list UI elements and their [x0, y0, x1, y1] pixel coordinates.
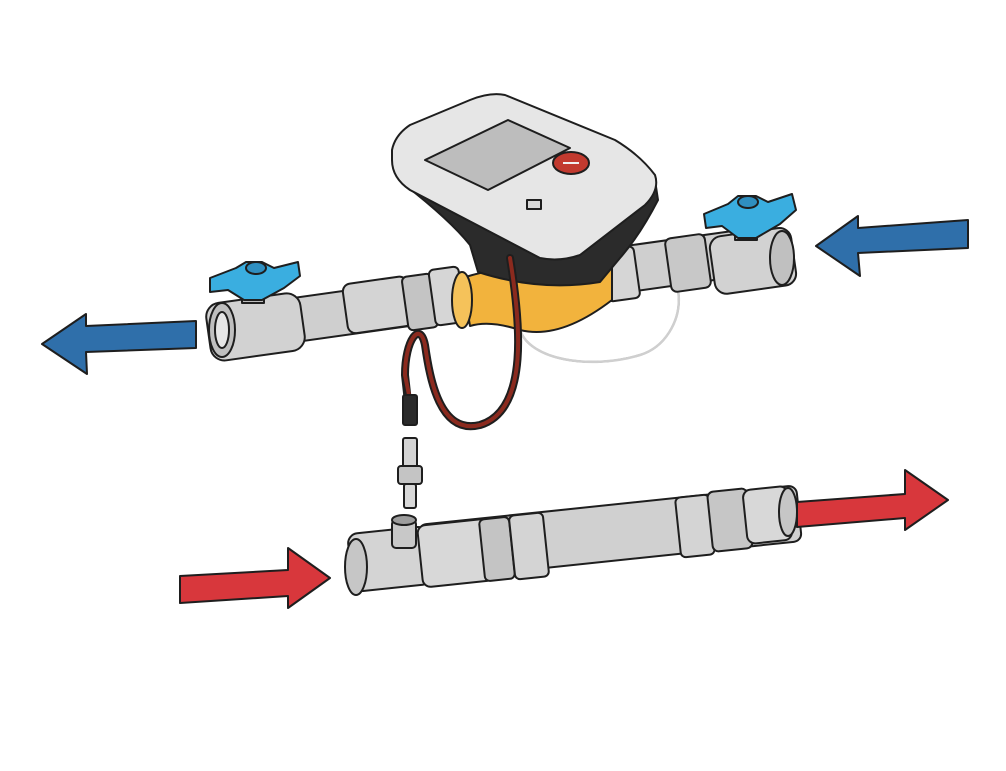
left-union-fitting — [341, 265, 467, 335]
left-valve-handle — [209, 261, 301, 301]
return-inflow-arrow — [179, 547, 331, 609]
return-outflow-arrow — [796, 469, 949, 531]
meter-indicator — [526, 199, 542, 210]
upper-right-pipe — [597, 230, 743, 303]
supply-outflow-arrow — [41, 313, 197, 375]
meter-face — [391, 93, 658, 261]
temperature-probe — [397, 437, 423, 509]
meter-display — [424, 119, 571, 191]
sensor-cable-color — [402, 256, 521, 429]
supply-inflow-arrow — [815, 215, 969, 277]
sensor-cable-tip — [402, 394, 418, 426]
lower-pipe — [344, 485, 803, 596]
right-valve-handle — [703, 193, 797, 239]
